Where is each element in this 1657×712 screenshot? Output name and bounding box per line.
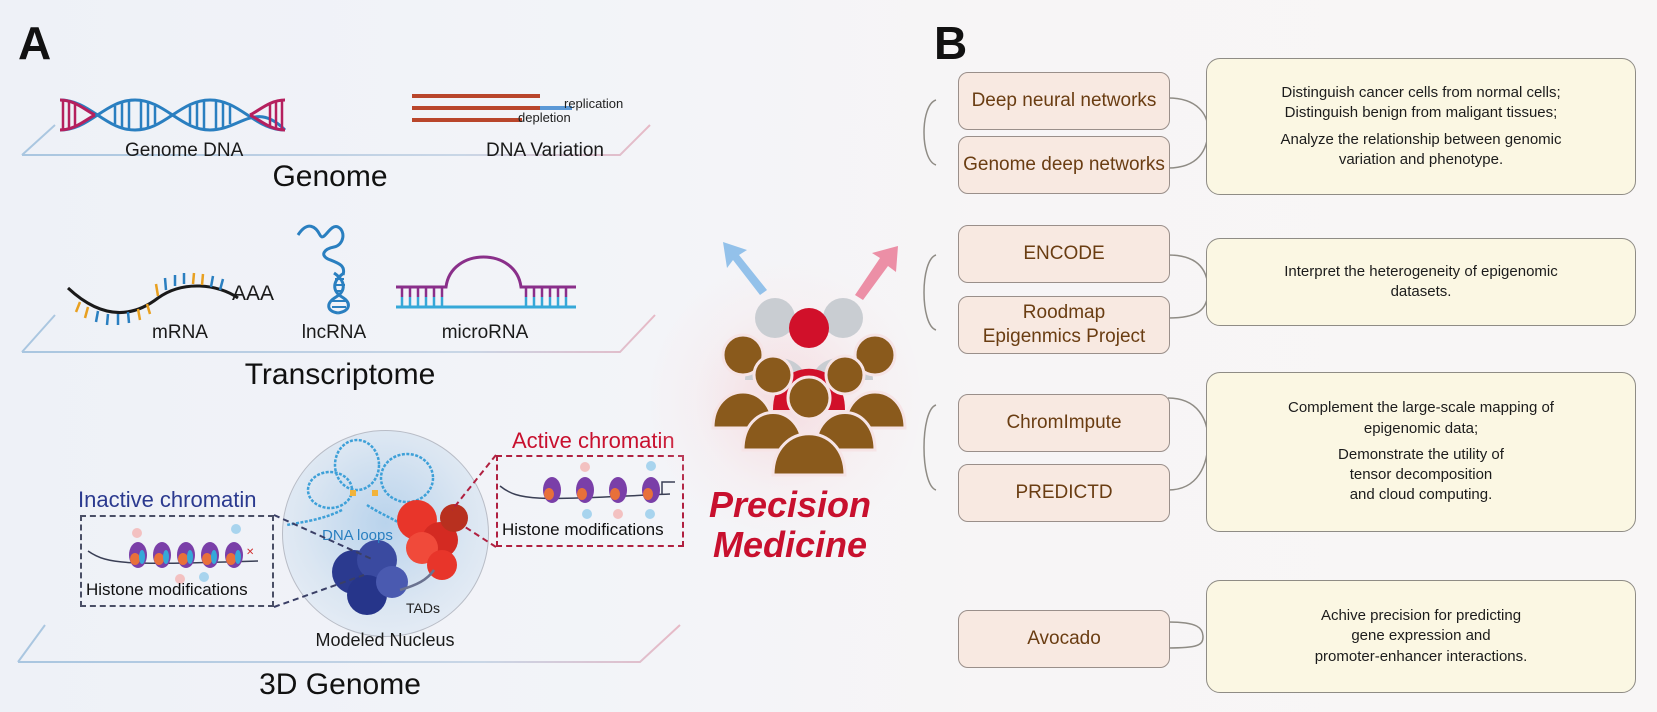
arrow-up-right-icon xyxy=(855,246,898,300)
active-chromatin-label: Active chromatin xyxy=(512,428,675,453)
active-connector-lines xyxy=(451,454,497,548)
inactive-nucleosomes-icon: ✕ xyxy=(87,524,259,584)
layer-shelves xyxy=(17,124,681,663)
desc-text: Analyze the relationship between genomic… xyxy=(1280,130,1562,168)
transcriptome-layer-title: Transcriptome xyxy=(244,358,436,391)
method-label: Roodmap Epigenmics Project xyxy=(982,302,1146,347)
polya-tail-label: AAA xyxy=(232,282,275,305)
nucleus-contents xyxy=(286,438,468,615)
depletion-label: depletion xyxy=(518,110,571,125)
shelf-genome xyxy=(21,124,651,156)
3d-genome-layer-title: 3D Genome xyxy=(259,668,421,701)
desc-box-group-3: Complement the large-scale mapping of ep… xyxy=(1206,372,1636,532)
replication-label: replication xyxy=(564,96,624,111)
precision-medicine-line1: Precision xyxy=(708,484,872,525)
desc-box-group-4: Achive precision for predicting gene exp… xyxy=(1206,580,1636,693)
svg-text:✕: ✕ xyxy=(246,547,254,558)
microrna-label: microRNA xyxy=(441,322,529,343)
desc-text: Distinguish cancer cells from normal cel… xyxy=(1281,84,1561,122)
mrna-icon xyxy=(66,272,239,326)
panel-b-letter: B xyxy=(934,17,968,69)
desc-box-group-2: Interpret the heterogeneity of epigenomi… xyxy=(1206,238,1636,326)
panel-a-letter: A xyxy=(18,17,52,69)
dna-loops-label: DNA loops xyxy=(322,527,393,544)
dna-variation-label: DNA Variation xyxy=(486,140,604,161)
tads-label: TADs xyxy=(406,600,440,616)
method-box-encode: ENCODE xyxy=(958,225,1170,283)
desc-text: Achive precision for predicting gene exp… xyxy=(1314,607,1528,665)
inactive-connector-lines xyxy=(273,514,375,608)
precision-medicine-line2: Medicine xyxy=(712,523,868,565)
method-box-chromimpute: ChromImpute xyxy=(958,394,1170,452)
active-histone-box xyxy=(496,455,684,547)
desc-text: Interpret the heterogeneity of epigenomi… xyxy=(1284,262,1558,300)
inactive-histone-label: Histone modifications xyxy=(86,580,248,599)
method-box-predictd: PREDICTD xyxy=(958,464,1170,522)
desc-box-group-1: Distinguish cancer cells from normal cel… xyxy=(1206,58,1636,195)
dna-variation-icon xyxy=(412,94,572,122)
shelf-3d-genome xyxy=(17,624,681,663)
precision-medicine-title: Precision Medicine xyxy=(690,485,890,564)
mrna-label: mRNA xyxy=(152,322,208,343)
microrna-icon xyxy=(396,255,576,309)
lncrna-icon xyxy=(296,224,350,315)
arrow-up-left-icon xyxy=(723,242,767,295)
genome-dna-label: Genome DNA xyxy=(125,140,244,161)
method-box-roadmap-epigenomics: Roodmap Epigenmics Project xyxy=(958,296,1170,354)
desc-text: Complement the large-scale mapping of ep… xyxy=(1288,399,1554,437)
method-box-genome-deep-networks: Genome deep networks xyxy=(958,136,1170,194)
shelf-transcriptome xyxy=(21,314,656,353)
modeled-nucleus-label: Modeled Nucleus xyxy=(315,630,455,650)
desc-text: Demonstrate the utility of tensor decomp… xyxy=(1338,445,1504,504)
active-tad-icon xyxy=(397,500,468,580)
lncrna-label: lncRNA xyxy=(301,322,367,343)
inactive-chromatin-label: Inactive chromatin xyxy=(78,487,257,512)
method-box-deep-neural-networks: Deep neural networks xyxy=(958,72,1170,130)
method-box-avocado: Avocado xyxy=(958,610,1170,668)
patient-group-icon xyxy=(711,298,907,477)
inactive-histone-box xyxy=(80,515,274,607)
dna-double-helix-icon xyxy=(59,98,287,132)
active-histone-label: Histone modifications xyxy=(502,520,664,539)
genome-layer-title: Genome xyxy=(272,160,388,193)
inactive-tad-icon xyxy=(332,540,408,615)
group-brackets xyxy=(923,99,937,491)
active-nucleosomes-icon xyxy=(499,461,675,519)
